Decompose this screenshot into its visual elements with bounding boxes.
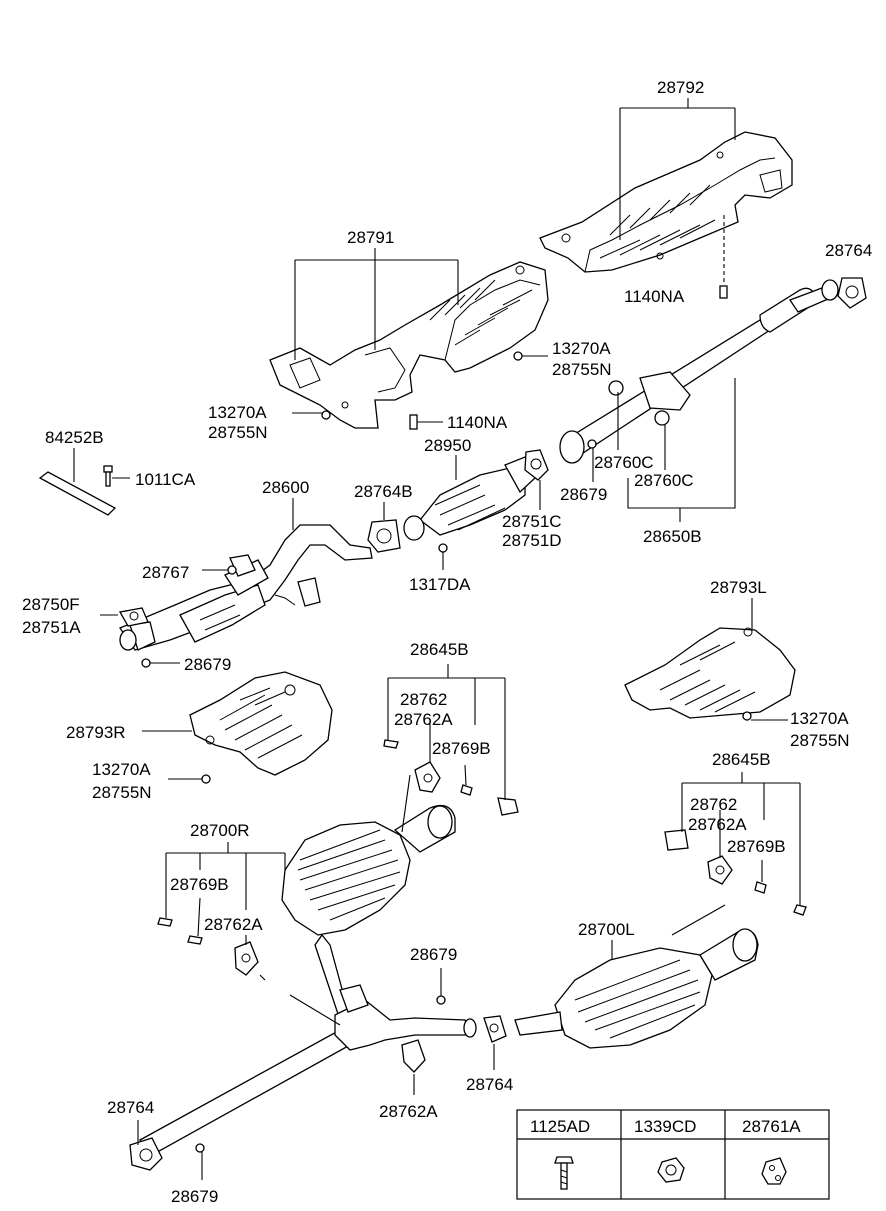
heat-shield-28793L[interactable] <box>624 627 796 721</box>
callout-28762A-left: 28762A <box>204 915 263 934</box>
callout-28791: 28791 <box>347 228 394 247</box>
legend-header-1125AD: 1125AD <box>530 1117 590 1136</box>
legend-table: 1125AD 1339CD 28761A <box>516 1109 830 1200</box>
gasket-28750F[interactable] <box>118 607 149 627</box>
leader-lines <box>73 98 801 1180</box>
callout-28755N-upper: 28755N <box>552 360 612 379</box>
callout-13270A-left: 13270A <box>208 403 267 422</box>
heat-shield-28793R[interactable] <box>189 671 333 784</box>
rear-muffler-28700R[interactable] <box>281 804 456 1021</box>
callout-1317DA: 1317DA <box>409 575 471 594</box>
callout-13270A-lower-left: 13270A <box>92 760 151 779</box>
front-pipe-28600[interactable] <box>119 524 373 651</box>
callout-28650B: 28650B <box>643 527 702 546</box>
callout-28762-right: 28762 <box>690 795 737 814</box>
callout-28679-lower-left: 28679 <box>171 1187 218 1206</box>
nut-13270A-left[interactable] <box>321 410 331 420</box>
strip-84252B[interactable] <box>38 471 117 516</box>
callout-1140NA-lower: 1140NA <box>447 413 508 432</box>
gasket-28751C[interactable] <box>524 449 549 481</box>
heat-shield-28792[interactable] <box>539 131 793 273</box>
nut-13270A-upper[interactable] <box>513 351 523 361</box>
callout-1011CA: 1011CA <box>135 470 196 489</box>
callout-28762-center: 28762 <box>400 690 447 709</box>
callout-28700R: 28700R <box>190 821 250 840</box>
catalytic-converter-28950[interactable] <box>403 454 536 553</box>
callout-28764-top-right: 28764 <box>825 241 872 260</box>
callout-28769B-center: 28769B <box>432 739 491 758</box>
callout-28767: 28767 <box>142 563 189 582</box>
legend-header-28761A: 28761A <box>742 1117 801 1136</box>
rear-muffler-28700L[interactable] <box>514 928 759 1049</box>
callout-28751C: 28751C <box>502 512 562 531</box>
callout-28769B-right: 28769B <box>727 837 786 856</box>
hanger-set-28645B-center[interactable] <box>383 739 519 816</box>
bolts-28700R-set[interactable] <box>157 917 203 945</box>
bolt-1140NA-upper[interactable] <box>719 285 728 299</box>
callout-28793R: 28793R <box>66 723 126 742</box>
callout-28755N-left: 28755N <box>208 423 268 442</box>
bolt-1011CA[interactable] <box>103 465 113 487</box>
callout-28751D: 28751D <box>502 531 562 550</box>
flange-nut-icon <box>657 1157 685 1183</box>
callout-28755N-right: 28755N <box>790 731 850 750</box>
callout-28762A-lower: 28762A <box>379 1102 438 1121</box>
bolt-icon <box>554 1156 574 1190</box>
callout-84252B: 84252B <box>45 428 104 447</box>
hanger-28762A-rear-left[interactable] <box>234 941 259 976</box>
callout-28764-lower-center: 28764 <box>466 1075 513 1094</box>
callout-28645B-center: 28645B <box>410 640 469 659</box>
callout-28760C-a: 28760C <box>594 453 654 472</box>
hanger-set-28645B-right[interactable] <box>664 829 807 916</box>
callout-1140NA-upper: 1140NA <box>624 287 685 306</box>
nut-28679-front[interactable] <box>141 658 151 668</box>
gasket-28764B[interactable] <box>367 519 401 553</box>
center-pipe-muffler-28650B[interactable] <box>559 279 839 464</box>
callout-28645B-right: 28645B <box>712 750 771 769</box>
callout-28793L: 28793L <box>710 578 767 597</box>
bolt-1140NA-lower[interactable] <box>409 414 418 430</box>
callout-28760C-b: 28760C <box>634 471 694 490</box>
callout-28792: 28792 <box>657 78 704 97</box>
callout-28764B: 28764B <box>354 482 413 501</box>
callout-28762A-center: 28762A <box>394 710 453 729</box>
callout-28679-lower-center: 28679 <box>410 945 457 964</box>
callout-28600: 28600 <box>262 478 309 497</box>
callout-28751A: 28751A <box>22 618 81 637</box>
callout-28769B-left: 28769B <box>170 875 229 894</box>
nut-28767[interactable] <box>227 565 237 575</box>
gasket-28764-upper[interactable] <box>837 277 867 309</box>
rubber-hanger-icon <box>761 1157 787 1185</box>
callout-28755N-lower-left: 28755N <box>92 783 152 802</box>
callout-28950: 28950 <box>424 436 471 455</box>
callout-28750F: 28750F <box>22 595 80 614</box>
callout-28762A-right: 28762A <box>688 815 747 834</box>
heat-shield-28791[interactable] <box>269 261 549 429</box>
callout-13270A-upper: 13270A <box>552 339 611 358</box>
callout-28679-front: 28679 <box>184 655 231 674</box>
callout-28700L: 28700L <box>578 920 635 939</box>
callout-labels: 28792 28764 1140NA 28791 13270A 28755N 1… <box>22 78 872 1206</box>
callout-28764-lower-left: 28764 <box>107 1098 154 1117</box>
callout-28679-center: 28679 <box>560 485 607 504</box>
gasket-28764-lower[interactable] <box>483 1015 507 1043</box>
legend-header-1339CD: 1339CD <box>634 1117 696 1136</box>
y-pipe-rear[interactable] <box>129 984 477 1171</box>
callout-13270A-right: 13270A <box>790 709 849 728</box>
